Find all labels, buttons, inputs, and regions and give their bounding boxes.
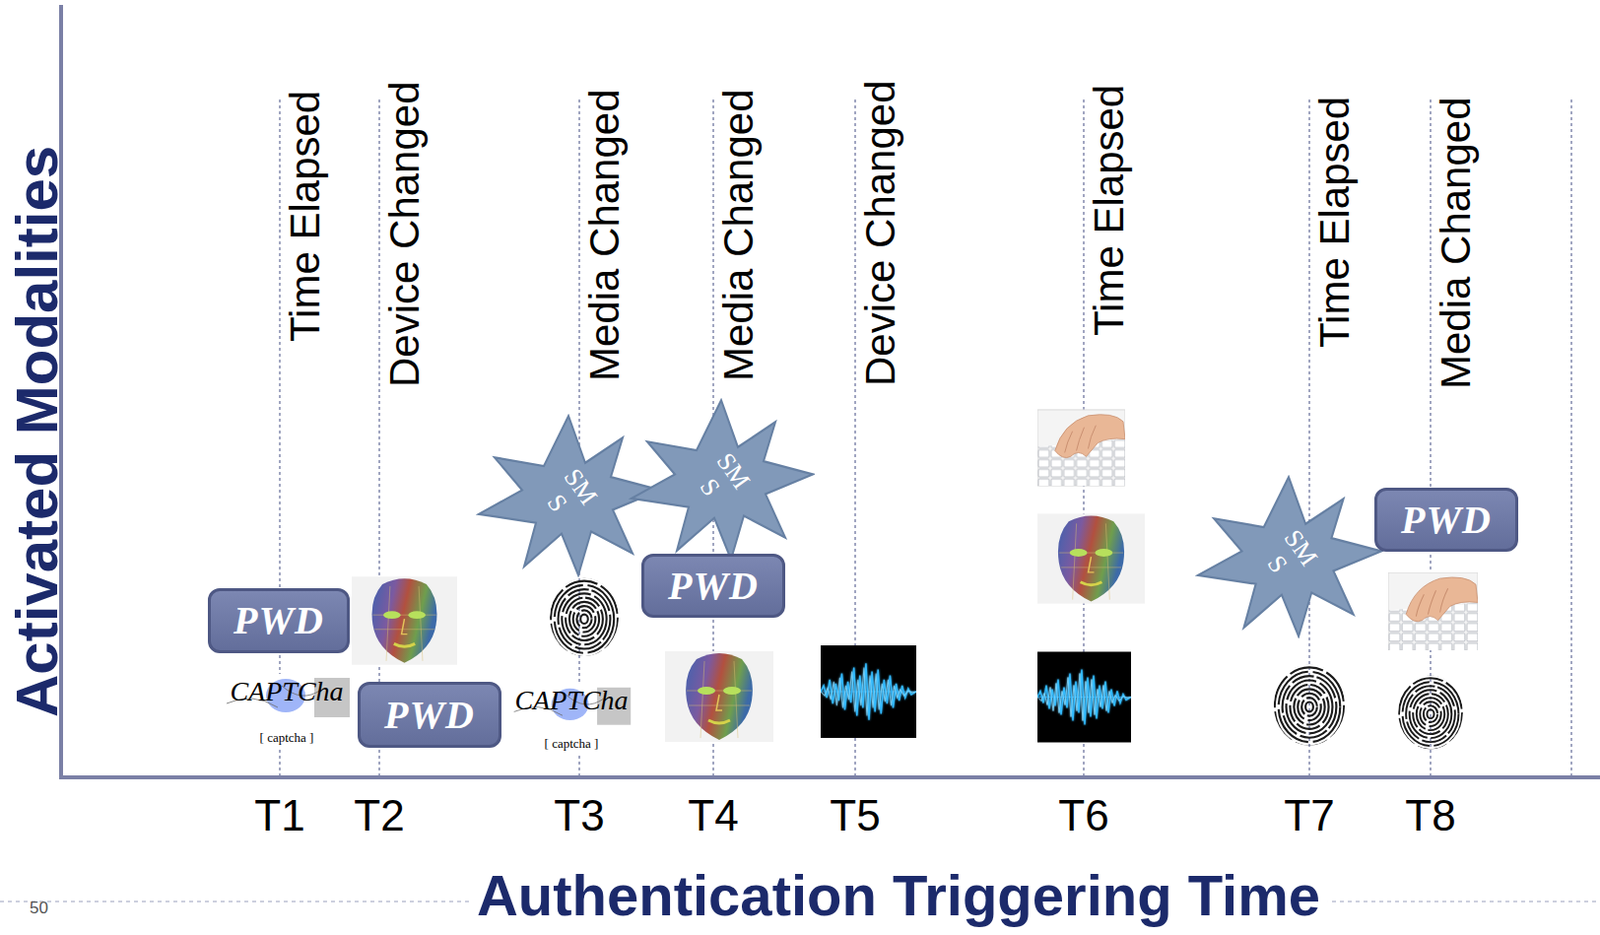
captcha-icon bbox=[510, 683, 633, 756]
trigger-event: Time Elapsed bbox=[1087, 84, 1132, 336]
sms-starburst: SM S bbox=[627, 398, 815, 562]
trigger-event: Time Elapsed bbox=[1313, 96, 1357, 348]
x-axis bbox=[59, 775, 1600, 780]
trigger-event: Device Changed bbox=[859, 79, 903, 387]
page-number: 50 bbox=[29, 899, 49, 917]
trigger-lines bbox=[279, 99, 1572, 776]
pwd-text: PWD bbox=[1400, 500, 1492, 540]
trigger-line bbox=[1429, 99, 1432, 776]
fingerprint-icon bbox=[1395, 673, 1466, 754]
captcha-caption: [ captcha ] bbox=[260, 731, 315, 744]
starburst-shape bbox=[1198, 476, 1382, 637]
axis-title: Authentication Triggering Time bbox=[468, 866, 1329, 925]
trigger-line bbox=[1570, 99, 1573, 776]
keystroke-icon bbox=[1388, 572, 1478, 651]
password-box: PWD bbox=[207, 588, 350, 654]
keystroke-icon bbox=[1037, 409, 1126, 486]
trigger-line bbox=[378, 99, 381, 776]
trigger-event: Time Elapsed bbox=[283, 90, 328, 342]
trigger-line bbox=[578, 99, 581, 776]
trigger-event: Media Changed bbox=[583, 88, 627, 382]
time-tick: T1 bbox=[254, 794, 305, 838]
starburst-shape bbox=[478, 415, 661, 576]
sms-starburst: SM S bbox=[474, 413, 663, 578]
pwd-text: PWD bbox=[233, 600, 325, 641]
voice-icon bbox=[1037, 652, 1132, 743]
sms-starburst: SM S bbox=[1194, 474, 1384, 639]
face-icon bbox=[351, 576, 458, 665]
captcha-text: CAPTCha bbox=[229, 677, 343, 706]
captcha-text: CAPTCha bbox=[514, 686, 628, 715]
fingerprint-icon bbox=[1270, 663, 1348, 751]
face-icon bbox=[665, 651, 774, 742]
face-icon bbox=[1037, 513, 1145, 603]
starburst-shape bbox=[631, 400, 813, 560]
time-tick: T7 bbox=[1283, 794, 1334, 838]
trigger-line bbox=[1308, 99, 1311, 776]
voice-icon bbox=[820, 645, 917, 738]
time-tick: T2 bbox=[353, 794, 404, 838]
time-tick: T5 bbox=[829, 794, 880, 838]
modality-icons bbox=[222, 409, 1478, 756]
trigger-event: Media Changed bbox=[717, 88, 761, 382]
axis-title: Activated Modalities bbox=[5, 145, 68, 718]
pwd-text: PWD bbox=[667, 566, 759, 606]
time-tick: T4 bbox=[687, 794, 738, 838]
captcha-icon bbox=[222, 673, 352, 750]
time-tick: T6 bbox=[1058, 794, 1109, 838]
password-box: PWD bbox=[641, 553, 786, 618]
trigger-event: Media Changed bbox=[1434, 96, 1478, 390]
captcha-caption: [ captcha ] bbox=[544, 736, 600, 750]
pwd-text: PWD bbox=[384, 695, 475, 735]
time-tick: T3 bbox=[553, 794, 604, 838]
password-box: PWD bbox=[1374, 487, 1519, 552]
time-tick: T8 bbox=[1404, 794, 1456, 838]
fingerprint-icon bbox=[546, 576, 622, 662]
password-box: PWD bbox=[357, 681, 502, 748]
trigger-event: Device Changed bbox=[383, 80, 427, 388]
